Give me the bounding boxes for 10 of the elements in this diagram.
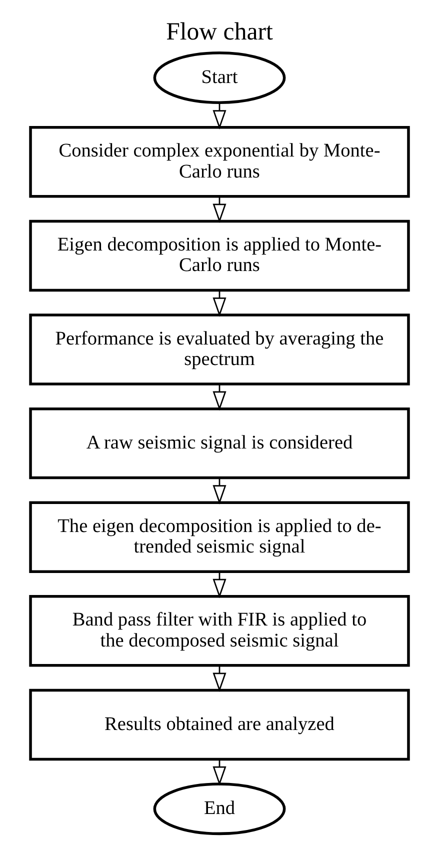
node-box: Results obtained are analyzed xyxy=(28,688,410,761)
node-box: The eigen decomposition is applied to de-trended seismic signal xyxy=(28,501,410,573)
node-ellipse: Start xyxy=(152,52,286,104)
node-ellipse: End xyxy=(152,782,286,836)
node-box: A raw seismic signal is considered xyxy=(28,407,410,480)
node-box: Eigen decomposition is applied to Monte-Carlo runs xyxy=(28,220,410,292)
node-box: Performance is evaluated by averaging the spectrum xyxy=(28,314,410,386)
node-box: Band pass filter with FIR is applied to the decomposed seismic signal xyxy=(28,595,410,667)
node-box: Consider complex exponential by Monte-Carlo runs xyxy=(28,126,410,198)
diagram-title: Flow chart xyxy=(166,18,272,46)
